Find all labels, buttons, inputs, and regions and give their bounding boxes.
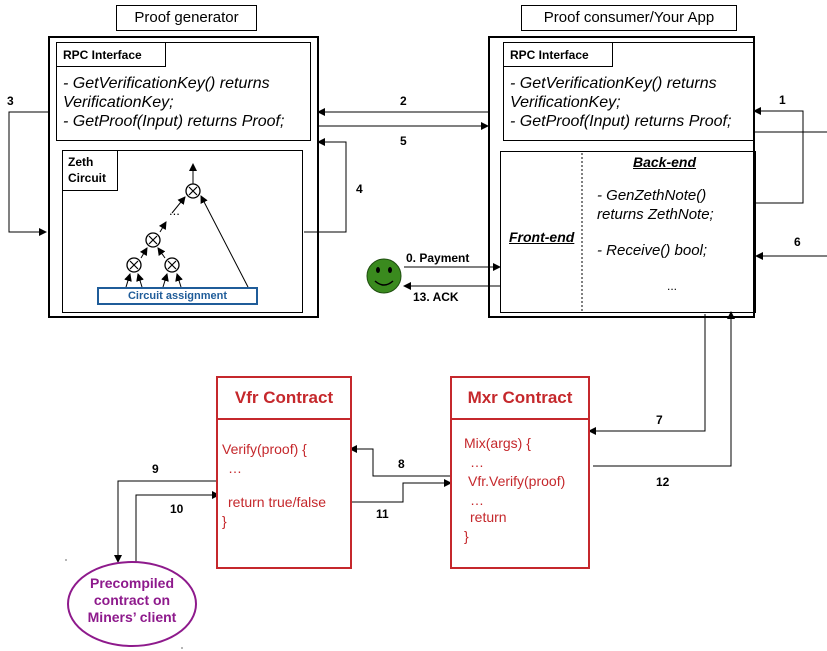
- vfr-line-1: Verify(proof) {: [222, 441, 307, 457]
- step-5-label: 5: [400, 134, 407, 148]
- consumer-rpc-header: RPC Interface: [503, 42, 613, 67]
- arrow-8: [349, 445, 460, 477]
- generator-rpc-header: RPC Interface: [56, 42, 166, 67]
- step-2-label: 2: [400, 94, 407, 108]
- vfr-line-4: }: [222, 513, 227, 529]
- consumer-app-box: Back-end - GenZethNote() returns ZethNot…: [500, 151, 756, 313]
- step-11-label: 11: [376, 507, 389, 521]
- generator-rpc-line-1: - GetVerificationKey() returns: [63, 75, 270, 92]
- mxr-line-6: }: [464, 528, 469, 544]
- circuit-header-line-2: Circuit: [68, 171, 107, 185]
- consumer-rpc-line-2: VerificationKey;: [510, 94, 621, 111]
- arrow-3: [8, 111, 48, 236]
- consumer-rpc-line-1: - GetVerificationKey() returns: [510, 75, 717, 92]
- precompiled-contract: Precompiled contract on Miners’ client: [68, 575, 196, 626]
- vfr-contract-title: Vfr Contract: [218, 378, 350, 420]
- step-4-label: 4: [356, 182, 363, 196]
- precompiled-ellipse: [67, 561, 197, 647]
- circuit-box: Zeth Circuit ...: [62, 150, 303, 313]
- vfr-line-2: …: [228, 460, 242, 476]
- proof-generator-title-text: Proof generator: [134, 9, 239, 26]
- consumer-rpc-box: RPC Interface - GetVerificationKey() ret…: [503, 42, 754, 141]
- frontend-label: Front-end: [509, 229, 575, 245]
- mxr-contract-box: Mxr Contract Mix(args) { … Vfr.Verify(pr…: [450, 376, 590, 569]
- circuit-ellipsis: ...: [169, 203, 180, 218]
- circuit-header-line-1: Zeth: [68, 155, 94, 169]
- consumer-rpc-header-text: RPC Interface: [510, 48, 589, 62]
- proof-consumer-title-text: Proof consumer/Your App: [543, 9, 715, 26]
- mxr-line-1: Mix(args) {: [464, 435, 531, 451]
- arrow-11: [350, 479, 452, 503]
- precompiled-line-2: contract on: [93, 592, 171, 608]
- ack-label: 13. ACK: [413, 290, 459, 304]
- arrow-4: [304, 138, 347, 233]
- circuit-tree: [124, 163, 249, 288]
- proof-generator-title: Proof generator: [116, 5, 257, 31]
- circuit-assignment-text: Circuit assignment: [127, 290, 228, 302]
- generator-rpc-line-2: VerificationKey;: [63, 94, 174, 111]
- generator-rpc-header-text: RPC Interface: [63, 48, 142, 62]
- smiley-icon: [366, 258, 402, 294]
- circuit-assignment-bar: Circuit assignment: [97, 287, 258, 305]
- vfr-contract-box: Vfr Contract Verify(proof) { … return tr…: [216, 376, 352, 569]
- proof-generator-frame: [48, 36, 319, 318]
- mxr-line-2: …: [470, 454, 484, 470]
- generator-rpc-line-3: - GetProof(Input) returns Proof;: [63, 113, 285, 130]
- arrow-1: [753, 107, 804, 204]
- step-6-label: 6: [794, 235, 801, 249]
- step-9-label: 9: [152, 462, 159, 476]
- arrow-9: [114, 480, 216, 563]
- precompiled-line-1: Precompiled: [89, 575, 175, 591]
- arrow-10: [135, 491, 220, 562]
- mult-gate-crosses: [129, 186, 198, 270]
- mxr-line-3: Vfr.Verify(proof): [468, 473, 566, 489]
- backend-receive: - Receive() bool;: [597, 242, 708, 259]
- step-10-label: 10: [170, 502, 184, 516]
- step-1-label: 1: [779, 93, 786, 107]
- consumer-rpc-line-3: - GetProof(Input) returns Proof;: [510, 113, 732, 130]
- circuit-header: Zeth Circuit: [62, 150, 118, 191]
- step-8-label: 8: [398, 457, 405, 471]
- precompiled-line-3: Miners’ client: [87, 609, 177, 625]
- arrow-7: [588, 314, 706, 435]
- vfr-line-3: return true/false: [228, 494, 327, 510]
- step-12-label: 12: [656, 475, 670, 489]
- arrow-12: [593, 311, 735, 467]
- proof-consumer-title: Proof consumer/Your App: [521, 5, 737, 31]
- mxr-contract-title: Mxr Contract: [452, 378, 588, 420]
- mxr-line-5: return: [470, 509, 507, 525]
- step-3-label: 3: [7, 94, 14, 108]
- backend-gen-line-2: returns ZethNote;: [597, 206, 714, 223]
- generator-rpc-box: RPC Interface - GetVerificationKey() ret…: [56, 42, 311, 141]
- backend-ellipsis: ...: [667, 279, 678, 293]
- proof-consumer-frame: [488, 36, 755, 318]
- backend-label: Back-end: [633, 154, 697, 170]
- mxr-line-4: …: [470, 492, 484, 508]
- backend-gen-line-1: - GenZethNote(): [597, 187, 707, 204]
- step-7-label: 7: [656, 413, 663, 427]
- payment-label: 0. Payment: [406, 251, 470, 265]
